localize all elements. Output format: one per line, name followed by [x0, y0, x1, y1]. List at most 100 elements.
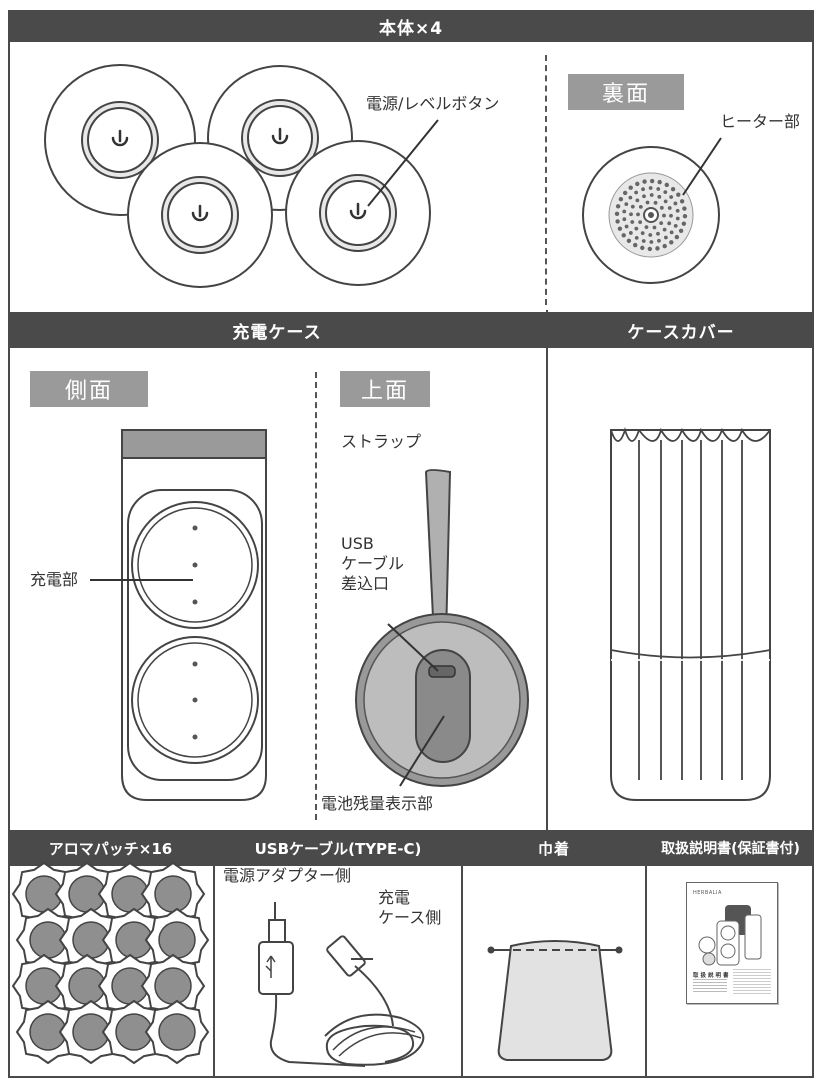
heater-dot — [624, 224, 629, 229]
heater-dot — [648, 233, 653, 237]
heater-dot — [649, 193, 654, 197]
heater-dot — [638, 220, 643, 225]
heater-dot — [659, 221, 664, 225]
heater-dot — [635, 198, 640, 203]
heater-dot — [614, 211, 620, 217]
heater-dot — [662, 213, 666, 218]
usb-cable-illustration — [258, 902, 425, 1067]
power-icon — [111, 127, 367, 222]
divider-case-cover — [546, 310, 548, 830]
section-header-aroma-patch: アロマパッチ×16 — [8, 830, 213, 866]
main-units-illustration — [44, 64, 439, 288]
heater-dot — [634, 236, 639, 240]
product-contents-diagram: 本体×4 充電ケース ケースカバー アロマパッチ×16 USBケーブル(TYPE… — [8, 10, 814, 1078]
divider-back-view — [545, 55, 547, 305]
aroma-patch-center — [154, 967, 192, 1005]
label-strap: ストラップ — [341, 432, 422, 451]
tag-top: 上面 — [340, 371, 430, 407]
heater-dot — [624, 202, 629, 207]
heater-dot — [652, 225, 657, 230]
heater-dot — [656, 187, 661, 191]
heater-dot — [626, 238, 632, 244]
heater-dot — [628, 231, 633, 235]
heater-dot — [676, 192, 681, 197]
heater-dot — [653, 200, 658, 205]
heater-dot — [674, 234, 680, 240]
heater-dot — [629, 212, 633, 217]
tag-back: 裏面 — [568, 74, 684, 110]
heater-dot — [621, 233, 626, 238]
heater-dot — [640, 231, 645, 236]
manual-text-block — [733, 969, 771, 995]
heater-dot — [633, 242, 638, 248]
heater-dot — [663, 235, 668, 240]
heater-dot — [622, 209, 627, 214]
frame-bottom-border — [8, 1076, 814, 1078]
divider-bottom-1 — [213, 830, 215, 1078]
divider-bottom-2 — [461, 830, 463, 1078]
divider-bottom-3 — [645, 830, 647, 1078]
label-heater: ヒーター部 — [720, 112, 801, 131]
heater-dot — [656, 231, 660, 236]
heater-dot — [669, 195, 674, 199]
heater-dot — [642, 194, 646, 199]
heater-dot — [669, 213, 673, 218]
heater-dot — [634, 226, 639, 231]
heater-dot — [662, 243, 667, 249]
heater-dot — [649, 178, 655, 184]
heater-dot — [682, 206, 687, 211]
heater-dot — [675, 208, 680, 213]
heater-dot — [663, 199, 668, 204]
heater-dot — [664, 182, 669, 188]
heater-dot — [682, 213, 688, 219]
heater-dot — [618, 197, 624, 202]
section-header-case-cover: ケースカバー — [548, 312, 814, 348]
heater-dot — [667, 221, 672, 226]
heater-dot — [641, 239, 646, 243]
manual-booklet: HERBALIA 取扱説明書 — [686, 882, 778, 1004]
aroma-patch-center — [158, 921, 196, 959]
frame-left-border — [8, 10, 10, 1078]
frame-right-border — [812, 10, 814, 1078]
heater-dot — [617, 226, 623, 231]
aroma-patches-illustration — [11, 861, 210, 1065]
heater-dot — [622, 217, 627, 222]
heater-dot — [615, 219, 620, 224]
heater-dot — [663, 190, 668, 194]
heater-dot — [635, 181, 640, 187]
heater-dot — [645, 200, 650, 205]
section-header-manual: 取扱説明書(保証書付) — [647, 830, 814, 866]
heater-dot — [675, 216, 680, 221]
heater-dot — [662, 227, 667, 232]
aroma-patch-center — [158, 1013, 196, 1051]
label-power-button: 電源/レベルボタン — [366, 94, 500, 113]
manual-title: 取扱説明書 — [693, 973, 731, 979]
charging-case-side-illustration — [90, 429, 267, 801]
heater-dot — [669, 240, 674, 245]
heater-dot — [669, 230, 674, 235]
section-header-usb-cable: USBケーブル(TYPE-C) — [215, 830, 461, 866]
heater-dot — [678, 228, 684, 233]
heater-dot — [681, 221, 687, 226]
label-adapter-side: 電源アダプター側 — [223, 866, 352, 885]
manual-cover-illustration — [698, 905, 762, 966]
heater-dot — [644, 225, 649, 230]
heater-dot — [622, 190, 628, 196]
label-usb-port-line1: USB — [341, 534, 374, 553]
heater-dot — [628, 185, 633, 190]
charging-case-top-illustration — [355, 469, 529, 787]
heater-dot — [636, 212, 640, 217]
heater-dot — [642, 179, 647, 184]
heater-dot — [628, 195, 633, 200]
label-usb-port-line3: 差込口 — [341, 574, 390, 593]
heater-dot — [647, 246, 653, 252]
heater-dot — [657, 194, 662, 199]
heater-dot — [630, 204, 635, 209]
heater-dot — [657, 238, 661, 243]
heater-dot — [655, 246, 660, 251]
heater-dot — [673, 223, 678, 228]
heater-dot — [640, 245, 645, 251]
manual-text-lines — [693, 979, 727, 993]
heater-dot — [634, 190, 639, 195]
heater-dot — [630, 220, 635, 224]
